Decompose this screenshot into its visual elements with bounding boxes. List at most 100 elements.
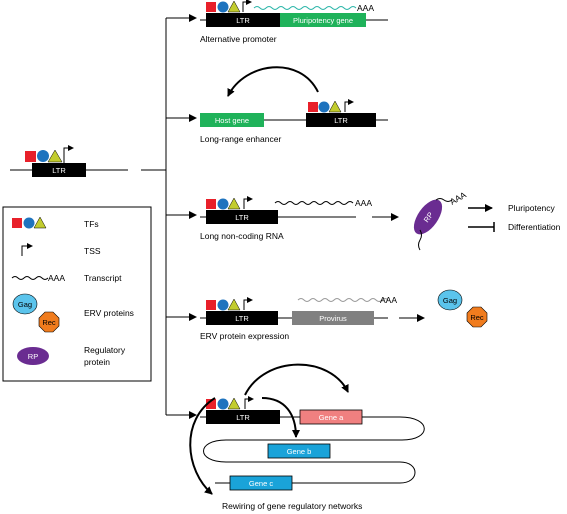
provirus-label: Provirus (319, 314, 347, 323)
tf-red-square (25, 151, 36, 162)
tf-yellow-triangle (47, 149, 63, 163)
polya-tail: AAA (357, 3, 374, 13)
branch-long-range-enhancer: Host gene LTR Long-range enhancer (200, 66, 388, 144)
legend-transcript-label: Transcript (84, 273, 122, 283)
tss-arrow (242, 0, 252, 12)
rp-rna-strand (418, 198, 453, 251)
ltr-label: LTR (236, 413, 250, 422)
tf-blue-circle (217, 398, 229, 410)
legend-tss-icon (21, 243, 33, 256)
gene-a-label: Gene a (319, 413, 344, 422)
host-gene-label: Host gene (215, 116, 249, 125)
legend-regulatory-line2: protein (84, 357, 110, 367)
caption-erv-protein-expression: ERV protein expression (200, 331, 289, 341)
legend-regulatory-line1: Regulatory (84, 345, 126, 355)
legend-tf-red-square (12, 218, 22, 228)
tss-arrow (244, 396, 254, 409)
transcript-wave (274, 201, 354, 205)
ltr-label: LTR (236, 16, 250, 25)
tf-yellow-triangle (227, 298, 241, 311)
legend-tfs-label: TFs (84, 219, 99, 229)
legend-tss-label: TSS (84, 246, 101, 256)
pluripotency-gene-box (280, 13, 366, 27)
enhancer-loop-arrow (227, 66, 319, 97)
rewire-arrow-gene-b (261, 397, 300, 438)
tf-red-square (206, 300, 216, 310)
gene-b-box (267, 443, 331, 459)
rec-label: Rec (470, 313, 484, 322)
branch-rewiring: LTR Gene a Gene b Gene c Rewiring of gen… (189, 363, 425, 511)
legend-rp-label: RP (28, 352, 38, 361)
ltr-box (206, 410, 280, 424)
caption-rewiring: Rewiring of gene regulatory networks (222, 501, 362, 511)
branch-erv-protein-expression: LTR Provirus AAA Gag Rec ERV protein exp… (200, 289, 488, 341)
tf-blue-circle (217, 299, 229, 311)
legend-tf-yellow-triangle (33, 216, 47, 229)
polya-tail: AAA (355, 198, 372, 208)
tf-blue-circle (37, 150, 49, 162)
tf-yellow-triangle (227, 0, 241, 13)
legend-transcript-icon (11, 276, 49, 280)
gene-c-box (229, 475, 293, 491)
ltr-label: LTR (334, 116, 348, 125)
pluripotency-gene-label: Pluripotency gene (293, 16, 353, 25)
main-ltr-element: LTR (10, 145, 128, 177)
tf-blue-circle (217, 1, 229, 13)
tf-yellow-triangle (227, 397, 241, 410)
gene-c-label: Gene c (249, 479, 273, 488)
outcome-differentiation: Differentiation (508, 222, 561, 232)
legend-tf-blue-circle (23, 217, 35, 229)
ltr-label: LTR (235, 314, 249, 323)
legend-rec-icon (38, 311, 60, 333)
tss-arrow (63, 145, 74, 163)
tf-red-square (206, 199, 216, 209)
legend-gag-icon (12, 293, 38, 315)
tss-arrow (243, 196, 253, 209)
tf-yellow-triangle (227, 197, 241, 210)
legend-gag-label: Gag (18, 300, 32, 309)
tf-red-square (206, 2, 216, 12)
caption-long-range-enhancer: Long-range enhancer (200, 134, 281, 144)
legend-rp-icon (17, 347, 49, 365)
tf-yellow-triangle (328, 100, 342, 113)
legend: TFs TSS AAA Transcript Gag Rec ERV prote… (2, 206, 152, 382)
provirus-box (292, 311, 374, 325)
tss-arrow (344, 99, 354, 112)
ltr-box (206, 13, 280, 27)
transcript-wave (253, 6, 357, 10)
branch-long-noncoding-rna: LTR AAA RP AAA Pluripotency Differentiat… (200, 189, 561, 251)
tf-blue-circle (217, 198, 229, 210)
transcript-wave (297, 298, 389, 302)
ltr-box (306, 113, 376, 127)
tf-red-square (308, 102, 318, 112)
outcome-pluripotency: Pluripotency (508, 203, 556, 213)
legend-erv-proteins-label: ERV proteins (84, 308, 134, 318)
regulatory-protein-shape (413, 199, 443, 235)
polya-tail: AAA (380, 295, 397, 305)
branch-alternative-promoter: LTR Pluripotency gene AAA Alternative pr… (200, 0, 388, 44)
rec-protein-shape (466, 306, 488, 328)
main-ltr-label: LTR (52, 166, 66, 175)
caption-long-noncoding-rna: Long non-coding RNA (200, 231, 284, 241)
gag-label: Gag (443, 296, 457, 305)
branch-tree (141, 14, 197, 419)
dna-snake-line (200, 416, 425, 484)
rp-polya-tail: AAA (448, 189, 468, 206)
rewire-arrow-gene-c (189, 397, 216, 495)
ltr-box (206, 311, 278, 325)
main-ltr-box (32, 163, 86, 177)
tf-red-square (206, 399, 216, 409)
gene-b-label: Gene b (287, 447, 312, 456)
host-gene-box (200, 113, 264, 127)
gag-protein-shape (437, 289, 463, 311)
tf-blue-circle (318, 101, 330, 113)
ltr-label: LTR (235, 213, 249, 222)
ltr-box (206, 210, 278, 224)
legend-rec-label: Rec (42, 318, 56, 327)
gene-a-box (299, 409, 363, 425)
tss-arrow (243, 297, 253, 310)
caption-alternative-promoter: Alternative promoter (200, 34, 277, 44)
legend-polya: AAA (48, 273, 65, 283)
rewire-arrow-gene-a (244, 363, 349, 396)
